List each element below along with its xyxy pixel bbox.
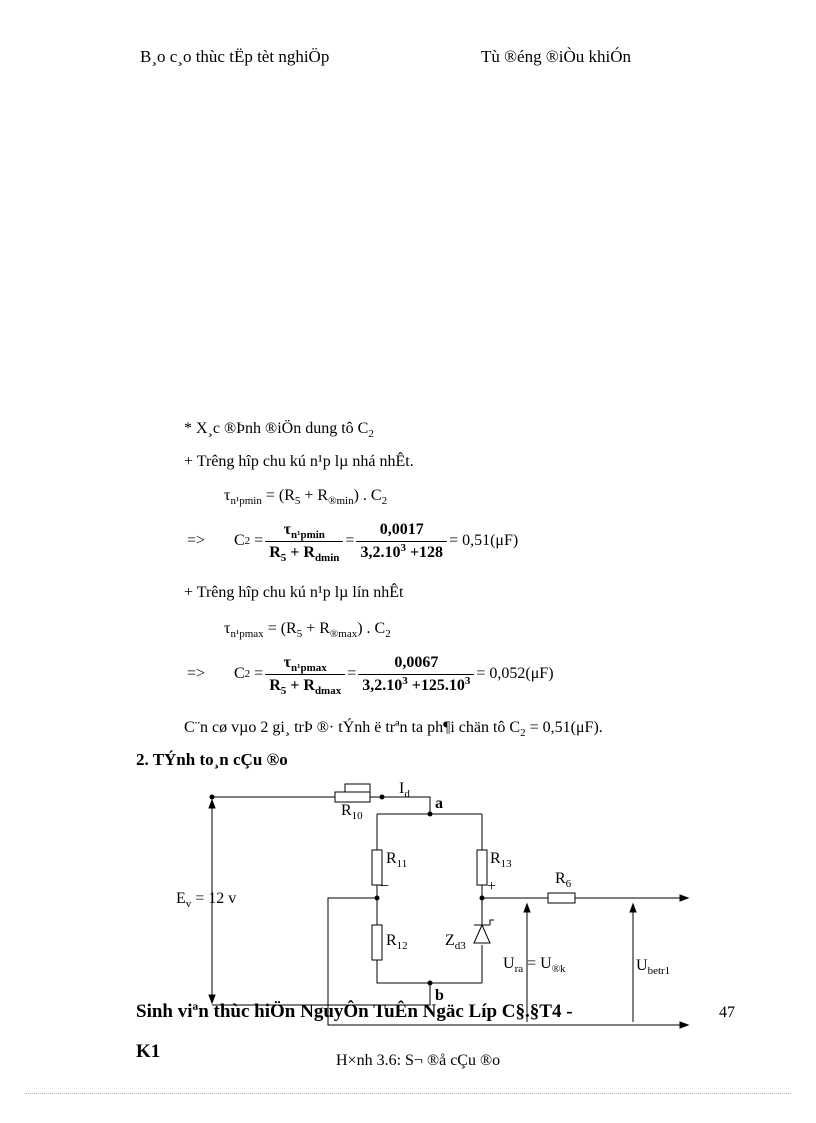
label-zd3: Zd3 [445,932,466,952]
r10-wiper [344,783,371,797]
label-node-a: a [435,795,443,812]
resistor-r10 [334,791,371,803]
resistor-r6 [547,892,576,904]
line-case-max: + Tr­êng hîp chu kú n¹p lµ lín nhÊt [184,584,404,601]
line-conclusion: C¨n cø vµo 2 gi¸ trÞ ®· tÝnh ë trªn ta p… [184,719,603,739]
label-id: Id [399,780,410,800]
resistor-r13 [476,849,488,886]
formula-tau-max: τn¹pmax = (R5 + R®max) . C2 [224,620,391,640]
circuit-nodes [209,794,485,986]
label-minus: − [380,878,390,895]
label-ev: Ev = 12 v [176,890,237,910]
resistor-r12 [371,924,383,961]
arrows [208,798,690,1029]
label-r13: R13 [490,850,512,870]
footer-student: Sinh viªn thùc hiÖn NguyÔn TuÊn Ngäc Líp… [136,1001,573,1022]
header-right: Tù ®éng ®iÒu khiÓn [481,47,632,66]
footer-class: K1 [136,1041,161,1062]
label-r12: R12 [386,932,408,952]
line-determine-c2: * X¸c ®Þnh ®iÖn dung tô C2 [184,420,374,440]
label-ubetr1: Ubetr1 [636,957,671,977]
label-r11: R11 [386,850,408,870]
header-left: B¸o c¸o thùc tËp tèt nghiÖp [140,47,330,66]
label-node-b: b [435,987,444,1004]
figure-caption: H×nh 3.6: S¬ ®å cÇu ®o [336,1052,501,1069]
formula-tau-min: τn¹pmin = (R5 + R®min) . C2 [224,487,388,507]
section-heading: 2. TÝnh to¸n cÇu ®o [136,750,288,769]
label-ura: Ura = U®k [503,955,566,975]
label-r6: R6 [555,870,572,890]
page-number: 47 [719,1004,735,1021]
page-bottom-border [25,1093,791,1094]
zener-diode-zd3 [473,898,494,944]
label-r10: R10 [341,802,363,822]
resistor-r11 [371,849,383,886]
label-plus: + [487,878,497,895]
line-case-min: + Tr­êng hîp chu kú n¹p lµ nhá nhÊt. [184,453,414,470]
circuit-wires [212,796,682,1026]
